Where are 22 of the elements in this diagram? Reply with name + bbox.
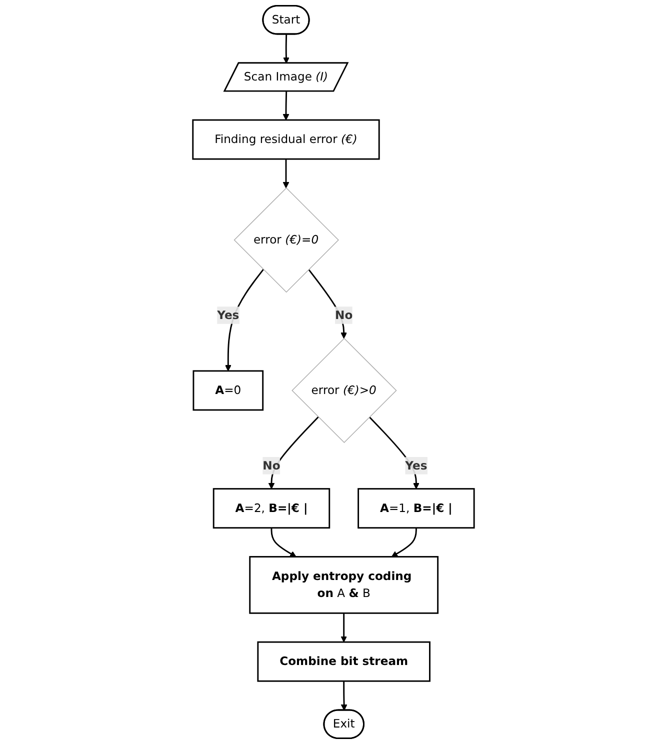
edge-label: No [262, 458, 280, 472]
arrow [340, 681, 348, 711]
node-box: A=2, B=|€ | [212, 488, 330, 529]
node-box: Finding residual error (€) [192, 119, 380, 160]
arrow [270, 528, 296, 558]
arrow [282, 91, 290, 120]
arrow [340, 613, 348, 642]
node-diamond: error (€)>0 [292, 338, 397, 444]
node-diamond: error (€)=0 [234, 187, 339, 293]
arrow [282, 159, 290, 188]
node-box: A=1, B=|€ | [358, 488, 475, 529]
edge-label: Yes [405, 458, 428, 472]
arrow [391, 528, 417, 558]
arrow [368, 416, 420, 490]
arrow [224, 269, 264, 372]
node-box: A=0 [192, 370, 264, 411]
arrow [283, 34, 290, 64]
edge-label: No [335, 308, 353, 322]
node-box: Combine bit stream [257, 641, 430, 682]
arrow [268, 416, 319, 490]
edge-label: Yes [217, 308, 240, 322]
node-box: Apply entropy coding on A & B [249, 556, 439, 614]
